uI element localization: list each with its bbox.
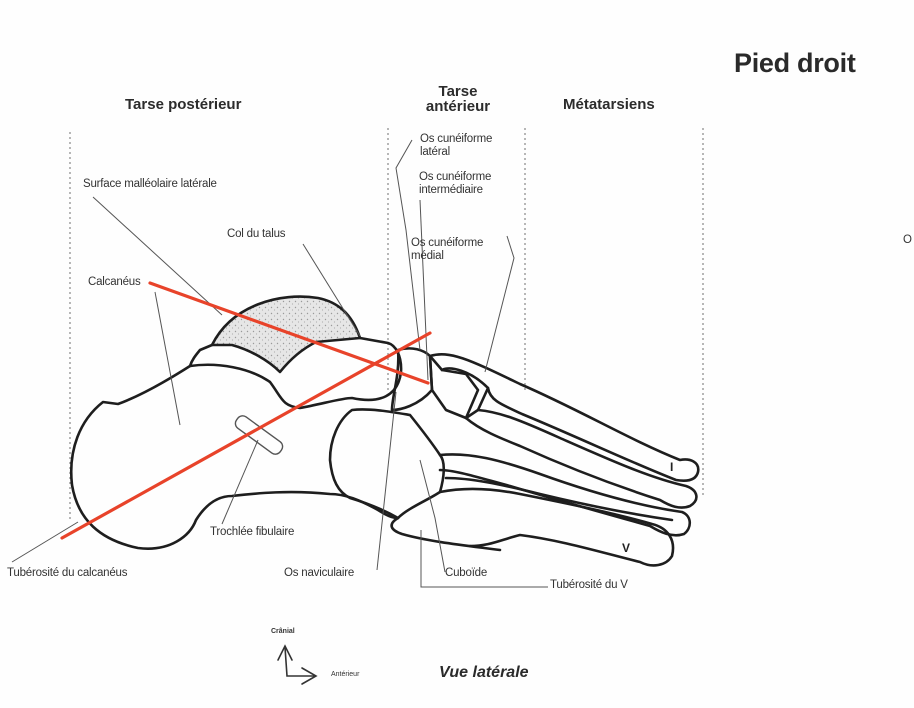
red-line-calcaneus-axis [60, 331, 432, 540]
fibular-trochlea-shape [234, 415, 284, 455]
label-talus-neck: Col du talus [227, 228, 286, 240]
region-anterior-tarsus: Tarse antérieur [408, 84, 508, 114]
bones [69, 295, 700, 567]
region-metatarsals: Métatarsiens [563, 96, 655, 113]
label-navicular: Os naviculaire [284, 567, 355, 579]
metatarsal-V [438, 487, 675, 567]
label-metatarsal-I: I [670, 460, 674, 474]
leader-tuberosity [11, 521, 79, 563]
leader-navicular [376, 391, 397, 571]
label-lateral-cuneiform: Os cunéiforme latéral [420, 133, 530, 159]
label-cranial: Crânial [271, 628, 295, 635]
label-medial-cuneiform: Os cunéiforme médial [411, 237, 521, 263]
label-calcaneal-tuberosity: Tubérosité du calcanéus [7, 567, 128, 579]
label-intermediate-cuneiform: Os cunéiforme intermédiaire [419, 171, 529, 197]
page-title: Pied droit [734, 48, 856, 78]
leader-talus-neck [302, 243, 361, 337]
leader-calcaneus [154, 291, 181, 426]
label-anterior: Antérieur [331, 671, 360, 678]
label-lateral-cuneiform-line1: Os cunéiforme [420, 133, 493, 145]
cuboid [328, 408, 446, 520]
label-lateral-cuneiform-line2: latéral [420, 146, 450, 158]
arrow-anterior-icon [301, 667, 318, 685]
metatarsal-I [428, 353, 700, 483]
talus-trochlea [210, 295, 362, 374]
region-anterior-tarsus-line1: Tarse [438, 83, 478, 100]
label-fifth-tuberosity: Tubérosité du V [550, 579, 628, 591]
metatarsal-IV [444, 476, 674, 522]
label-lateral-malleolar-surface: Surface malléolaire latérale [83, 178, 217, 190]
label-calcaneus: Calcanéus [88, 276, 141, 288]
red-line-talus-axis [148, 281, 430, 385]
lateral-cuneiform [428, 354, 480, 420]
view-caption: Vue latérale [439, 664, 529, 681]
label-intermediate-cuneiform-line1: Os cunéiforme [419, 171, 492, 183]
leader-malleolar [92, 196, 223, 316]
leader-int-cuneiform [419, 199, 429, 381]
label-metatarsal-V: V [622, 541, 631, 555]
region-dividers [69, 128, 704, 520]
leader-trochlea [221, 439, 259, 525]
orientation-arrows [277, 644, 318, 685]
leader-cuboid [419, 459, 446, 573]
region-posterior-tarsus: Tarse postérieur [125, 96, 242, 113]
label-cut-off: O [903, 234, 912, 246]
label-medial-cuneiform-line2: médial [411, 250, 444, 262]
leader-fifth-tuberosity [420, 530, 548, 588]
label-intermediate-cuneiform-line2: intermédiaire [419, 184, 483, 196]
label-medial-cuneiform-line1: Os cunéiforme [411, 237, 484, 249]
leader-med-cuneiform [484, 235, 515, 373]
arrow-axis-icon [284, 646, 315, 677]
arrow-cranial-icon [277, 644, 293, 661]
calcaneus [69, 364, 400, 550]
navicular [390, 347, 434, 412]
label-cuboid: Cuboïde [445, 567, 488, 579]
leader-lat-cuneiform [395, 139, 421, 351]
red-annotations [60, 281, 432, 540]
label-fibular-trochlea: Trochlée fibulaire [210, 526, 295, 538]
metatarsal-II [464, 408, 698, 509]
region-anterior-tarsus-line2: antérieur [425, 98, 491, 115]
leader-lines [11, 139, 548, 588]
